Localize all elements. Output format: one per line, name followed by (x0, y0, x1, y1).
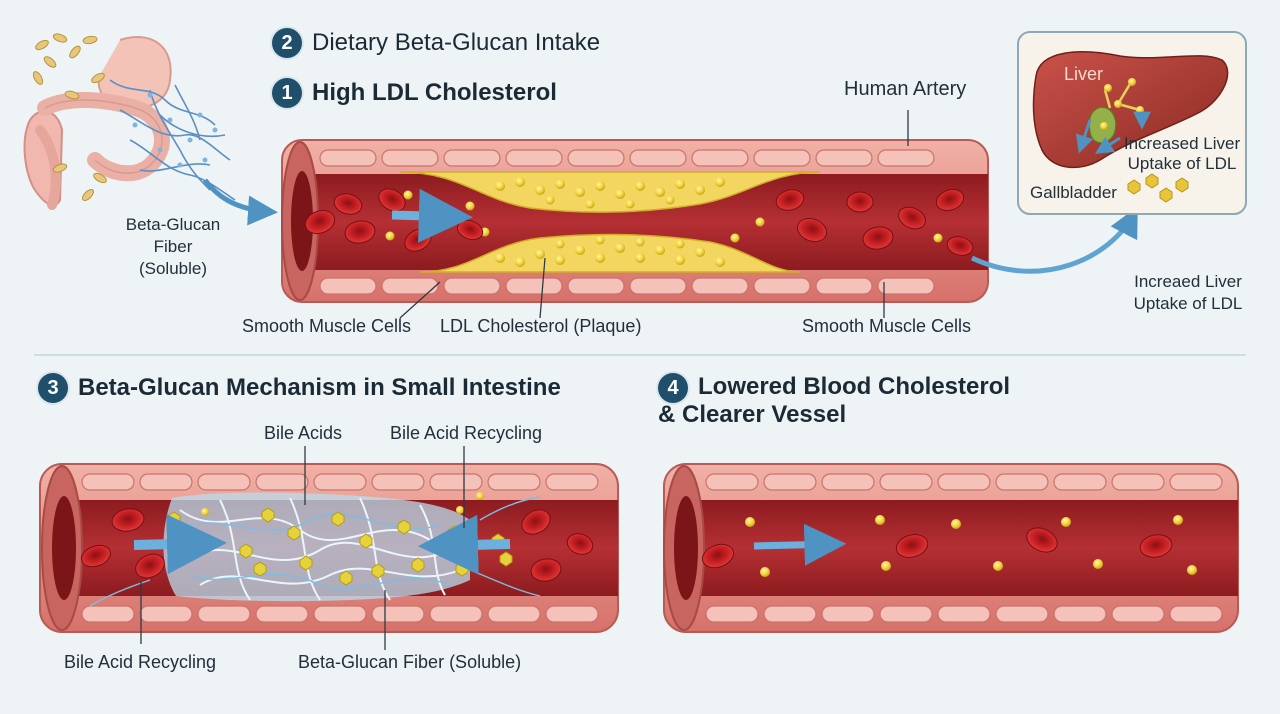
fiber-network (109, 79, 236, 201)
bile-acid-recycling-label-top: Bile Acid Recycling (390, 423, 543, 443)
increaed-liver-label: Increaed Liver Uptake of LDL (1124, 271, 1252, 315)
step-badge: 4 (658, 373, 688, 403)
liver-label: Liver (1064, 64, 1104, 84)
oat-grain-icon (32, 33, 107, 202)
label-line: Beta-Glucan (125, 215, 221, 234)
step-title: Dietary Beta-Glucan Intake (312, 29, 601, 56)
artery-top (281, 139, 989, 303)
intestine-icon (23, 35, 172, 210)
label-line: Fiber (153, 237, 193, 256)
plaque-bottom (419, 233, 801, 273)
smooth-muscle-label-right: Smooth Muscle Cells (802, 316, 972, 336)
step-1-header: 1 High LDL Cholesterol (272, 78, 557, 108)
step-title-line: & Clearer Vessel (658, 401, 847, 428)
label-line: (Soluble) (138, 259, 208, 278)
step-badge: 2 (272, 28, 302, 58)
plaque-top (399, 171, 821, 213)
step-4-header: 4 Lowered Blood Cholesterol & Clearer Ve… (658, 373, 1010, 429)
step-title: Lowered Blood Cholesterol & Clearer Vess… (658, 373, 1011, 429)
step-title-line: Lowered Blood Cholesterol (698, 373, 1011, 400)
step-badge: 1 (272, 78, 302, 108)
step-badge: 3 (38, 373, 68, 403)
artery-to-liver-arrow (970, 206, 1138, 274)
step-title: Beta-Glucan Mechanism in Small Intestine (78, 374, 561, 401)
fiber-to-artery-arrow (203, 178, 278, 226)
ldl-plaque-label: LDL Cholesterol (Plaque) (440, 316, 642, 336)
artery-intestine (39, 463, 619, 633)
label-line: Uptake of LDL (1133, 294, 1243, 313)
step-3-header: 3 Beta-Glucan Mechanism in Small Intesti… (38, 373, 561, 403)
label-line: Uptake of LDL (1127, 154, 1237, 173)
increased-liver-label: Increased Liver Uptake of LDL (1122, 134, 1242, 174)
bile-acid-recycling-label-bottom: Bile Acid Recycling (64, 652, 217, 672)
fiber-nodes (132, 92, 218, 168)
beta-glucan-fiber-label: Beta-Glucan Fiber (Soluble) (118, 214, 228, 280)
artery-clear (663, 463, 1239, 633)
bile-acids-label: Bile Acids (264, 423, 343, 443)
smooth-muscle-label-left: Smooth Muscle Cells (242, 316, 412, 336)
label-line: Increased Liver (1123, 134, 1241, 153)
gallbladder-label: Gallbladder (1030, 183, 1117, 202)
step-2-header: 2 Dietary Beta-Glucan Intake (272, 28, 600, 58)
human-artery-label: Human Artery (844, 78, 967, 100)
step-title: High LDL Cholesterol (312, 79, 557, 106)
label-line: Increaed Liver (1134, 272, 1242, 291)
flow-arrow-top (391, 188, 473, 243)
beta-glucan-fiber-soluble-label: Beta-Glucan Fiber (Soluble) (298, 652, 522, 672)
